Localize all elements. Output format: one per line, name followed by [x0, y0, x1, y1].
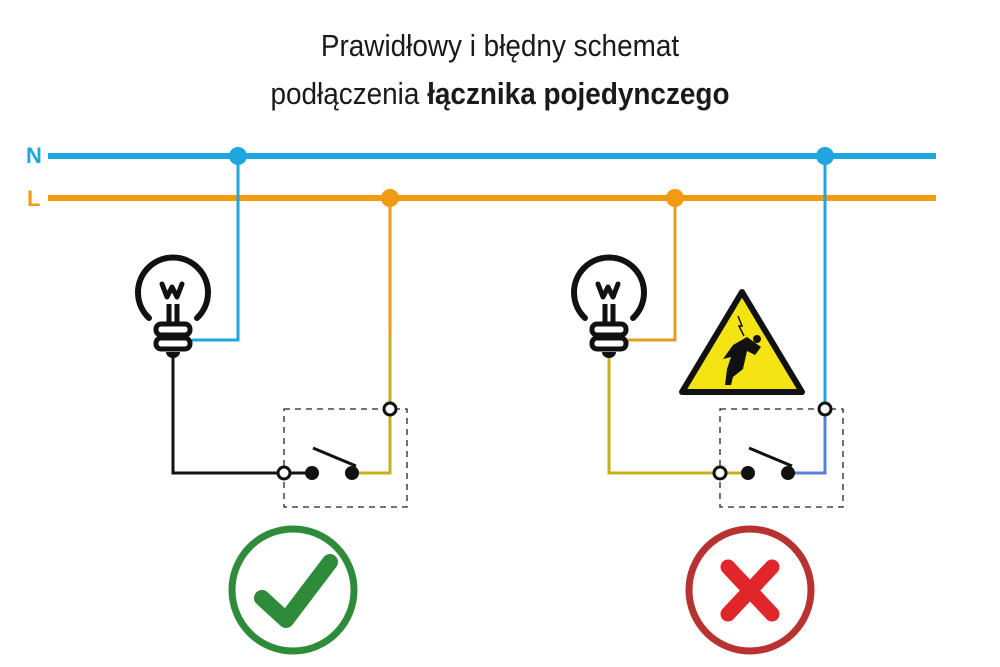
switch-lever [748, 446, 793, 468]
live-wire [628, 198, 677, 342]
check-icon [228, 525, 358, 655]
electric-shock-warning-icon [679, 289, 805, 395]
lamp-wire [607, 355, 720, 475]
incorrect-diagram [574, 147, 844, 655]
lamp-wire [171, 355, 284, 475]
switched-neutral-wire [790, 409, 827, 475]
junction-dot [666, 189, 684, 207]
neutral-label: N [26, 143, 42, 168]
neutral-wire [192, 156, 240, 342]
live-label: L [27, 186, 41, 211]
title-line-1: Prawidłowy i błędny schemat [320, 28, 680, 63]
bulb-icon [574, 258, 644, 358]
bulb-icon [138, 258, 208, 358]
title-normal: podłączenia [270, 76, 428, 111]
cross-icon [685, 525, 815, 655]
correct-diagram [138, 147, 408, 655]
switched-wire [352, 335, 392, 475]
title-line-2: podłączenia łącznika pojedynczego [50, 76, 950, 112]
junction-dot [816, 147, 834, 165]
junction-dot [229, 147, 247, 165]
switch-lever [312, 446, 357, 468]
junction-dot [381, 189, 399, 207]
title-bold: łącznika pojedynczego [427, 76, 730, 111]
